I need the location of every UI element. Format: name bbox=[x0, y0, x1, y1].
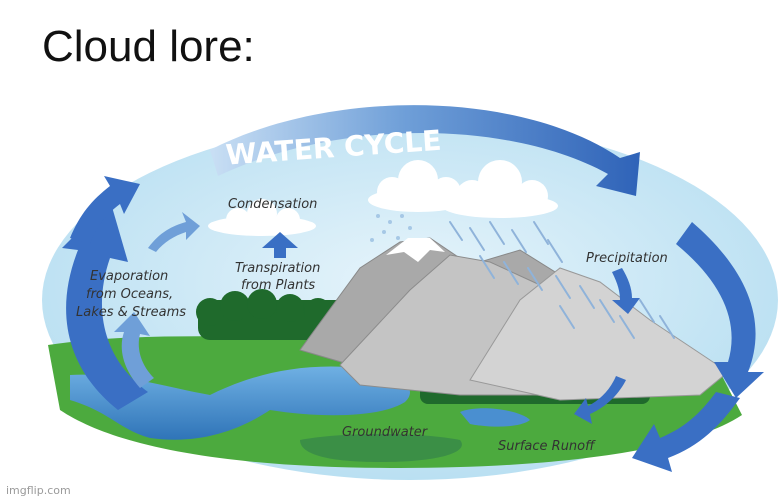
label-condensation: Condensation bbox=[228, 197, 317, 212]
cycle-arrow-right bbox=[676, 222, 764, 398]
label-transpiration-1: Transpiration bbox=[235, 261, 320, 276]
cycle-arrow-left bbox=[62, 200, 148, 410]
transpiration-arrow bbox=[262, 232, 298, 258]
watermark: imgflip.com bbox=[6, 484, 71, 497]
snowfall bbox=[370, 214, 412, 242]
precipitation-arrow bbox=[612, 268, 640, 314]
label-transpiration-2: from Plants bbox=[241, 278, 315, 293]
cycle-arrow-top bbox=[210, 105, 640, 196]
label-evaporation-2: from Oceans, bbox=[86, 287, 173, 302]
snow-cap bbox=[386, 238, 445, 262]
lake bbox=[70, 366, 410, 440]
cycle-arrow-left-top bbox=[70, 176, 140, 244]
groundwater-area bbox=[300, 434, 462, 462]
label-evaporation-1: Evaporation bbox=[90, 269, 168, 284]
meme-caption: Cloud lore: bbox=[42, 22, 255, 71]
runoff-pond bbox=[460, 408, 530, 427]
cycle-arrow-bottom-right bbox=[632, 392, 740, 472]
cloud-rain bbox=[368, 160, 558, 218]
runoff-arrow bbox=[574, 376, 626, 424]
evaporation-up-arrow bbox=[114, 312, 154, 388]
cloud-condensation bbox=[208, 199, 316, 236]
label-precipitation: Precipitation bbox=[586, 251, 668, 266]
label-groundwater: Groundwater bbox=[342, 425, 429, 440]
label-evaporation-3: Lakes & Streams bbox=[76, 305, 186, 320]
label-surface-runoff: Surface Runoff bbox=[498, 439, 596, 454]
rainfall bbox=[449, 221, 675, 339]
evaporation-arrow bbox=[148, 212, 200, 252]
